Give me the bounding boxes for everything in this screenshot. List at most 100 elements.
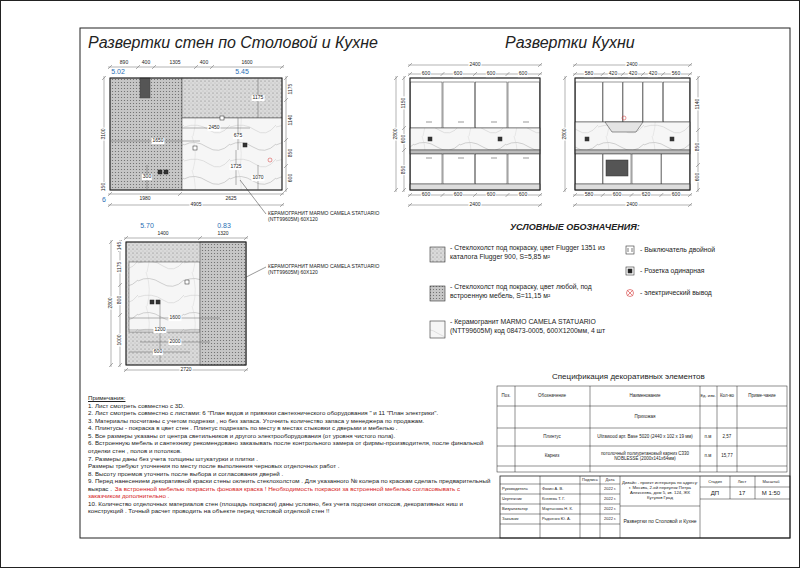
dimension-label: 2625: [225, 196, 236, 202]
text-label: Прихожая: [635, 414, 656, 419]
dimension-line: [129, 300, 220, 362]
dimension-label: 600: [612, 192, 622, 198]
dimension-label: 890: [120, 60, 128, 66]
leader-line: [240, 180, 266, 214]
title-block: [620, 476, 700, 538]
text-label: п.м: [705, 453, 712, 458]
text-label: Обозначение: [538, 393, 566, 398]
kitchen-elevation: [443, 154, 475, 184]
kitchen-elevation: [443, 82, 475, 128]
dimension-label: 600: [153, 349, 163, 355]
dimension-label: 600: [695, 172, 701, 182]
note-text: 7. Размеры даны без учета толщины штукат…: [88, 455, 493, 463]
dimension-line: [108, 65, 284, 69]
dimension-label: 2800: [562, 127, 568, 140]
text-label: Поз.: [502, 393, 511, 398]
text-label: 2022 г.: [604, 517, 616, 522]
legend-sample: [627, 290, 634, 297]
dimension-label: 1175: [252, 95, 265, 101]
legend-text: - электрический вывод: [640, 289, 780, 298]
wall-elevation: [182, 118, 282, 190]
wall-elevation: [140, 78, 150, 98]
text-label: потолочный полиуретановый карниз C330 NO…: [595, 451, 695, 461]
dimension-label: 15,77: [721, 453, 732, 458]
text-label: Спецификация декоративных элементов: [552, 372, 705, 381]
notes-block: Примечания:1. Лист смотреть совместно с …: [88, 394, 493, 515]
kitchen-elevation: [411, 154, 443, 184]
dimension-line: [408, 193, 542, 197]
note-text: 3. Материалы посчитаны с учетом подрезки…: [88, 417, 493, 425]
wall-elevation: [126, 242, 246, 365]
text-label: Приме-чание: [747, 393, 777, 398]
kitchen-elevation: [622, 116, 626, 120]
dimension-label: 5.70: [140, 222, 154, 230]
kitchen-elevation: [623, 82, 643, 122]
dimension-label: 600: [671, 192, 681, 198]
kitchen-elevation: [498, 137, 502, 141]
dimension-line: [563, 76, 567, 192]
kitchen-elevation: [426, 122, 529, 123]
text-label: Дата: [606, 478, 615, 483]
dimension-line: [573, 203, 692, 207]
dimension-label: 17: [739, 490, 746, 497]
dimension-label: 600: [518, 71, 528, 77]
dimension-label: 850: [401, 165, 407, 175]
title-block: [500, 484, 620, 524]
text-label: Руководитель: [502, 487, 528, 492]
text-label: УСЛОВНЫЕ ОБОЗНАЧЕНИЯ:: [510, 222, 640, 232]
title-block: [540, 476, 620, 538]
dimension-label: 1400: [157, 231, 168, 237]
kitchen-elevation: [585, 137, 589, 141]
dimension-label: 800: [117, 295, 123, 305]
note-text: 5. Все размеры указаны от центра светиль…: [88, 432, 493, 440]
kitchen-elevation: [410, 128, 540, 150]
text-label: Чертежник: [502, 497, 522, 502]
text-label: Стадия: [708, 480, 722, 485]
legend-text: - Стеклохолст под покраску, цвет Flugger…: [450, 244, 615, 262]
dimension-line: [110, 78, 258, 190]
text-label: Мартынова Н. К.: [542, 507, 573, 512]
dimension-label: 1980: [139, 196, 150, 202]
text-label: Ед. изм.: [700, 394, 716, 399]
legend-sample: [430, 286, 445, 301]
note-text: 8. Высоту проемов уточнить после выбора …: [88, 470, 493, 478]
electrical-symbol: [185, 280, 189, 284]
text-label: п.м: [705, 434, 712, 439]
wall-elevation: [129, 262, 200, 332]
kitchen-elevation: [670, 137, 674, 141]
dimension-label: 300: [142, 174, 152, 180]
note-text: 1. Лист смотреть совместно с 3D.: [88, 402, 493, 410]
text-label: Радченко Ю. А.: [542, 517, 571, 522]
dimension-label: 600: [453, 71, 463, 77]
legend-text: - Выключатель двойной: [640, 246, 780, 255]
dimension-label: 2450: [207, 125, 220, 131]
dimension-label: 2800: [393, 127, 399, 140]
electrical-symbol: [268, 158, 272, 162]
dimension-line: [696, 76, 700, 192]
kitchen-elevation: [606, 160, 628, 176]
text-label: Фокин А. В.: [542, 487, 563, 492]
text-label: Развертки Кухни: [505, 34, 635, 52]
kitchen-elevation: [411, 82, 443, 128]
electrical-symbol: [158, 116, 272, 174]
legend-sample: [430, 247, 445, 262]
wall-elevation: [182, 78, 282, 118]
dimension-line: [573, 72, 692, 76]
kitchen-elevation: [410, 78, 540, 190]
dimension-label: 2400: [625, 62, 638, 68]
text-label: КЕРАМОГРАНИТ MARMO CAMELA STATUARIO (NTT…: [268, 211, 380, 223]
dimension-line: [102, 76, 106, 192]
kitchen-elevation: [576, 154, 603, 184]
electrical-symbol: [158, 170, 162, 174]
kitchen-elevation: [575, 78, 690, 190]
dimension-line: [408, 203, 542, 207]
electrical-symbol: [150, 300, 154, 304]
text-label: Заказчик: [502, 517, 518, 522]
kitchen-elevation: [575, 122, 690, 150]
dimension-label: 580: [584, 71, 594, 77]
title-block: [700, 476, 790, 499]
kitchen-elevation: [410, 78, 540, 190]
